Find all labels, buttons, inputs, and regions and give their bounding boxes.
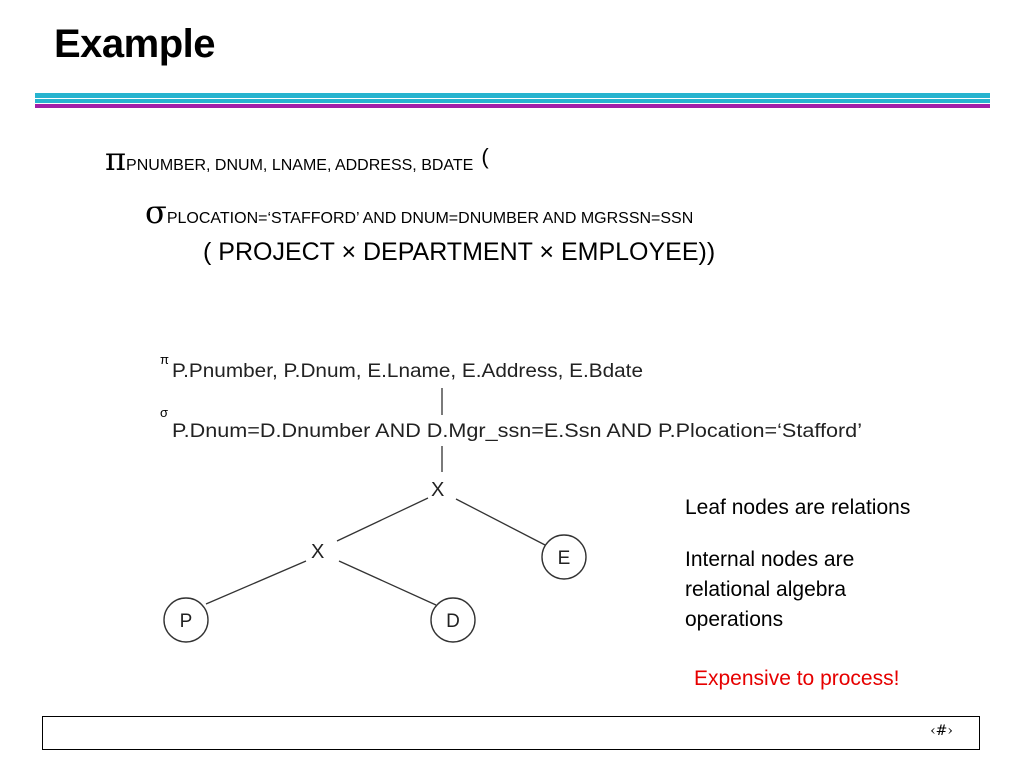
leaf-e-label: E xyxy=(558,548,571,569)
tree-selection-symbol: σ xyxy=(160,405,168,420)
slide-number: ‹#› xyxy=(930,723,953,739)
sigma-symbol: σ xyxy=(145,193,167,231)
note-expensive: Expensive to process! xyxy=(694,667,900,690)
edge-product-inner-d xyxy=(338,560,437,606)
slide-title: Example xyxy=(54,22,216,66)
selection-expression: σPLOCATION=‘STAFFORD’ AND DNUM=DNUMBER A… xyxy=(145,193,693,231)
note-leaf-nodes: Leaf nodes are relations xyxy=(685,496,911,519)
edge-product-top-inner xyxy=(336,497,429,542)
pi-symbol: π xyxy=(105,140,127,178)
edge-product-inner-p xyxy=(205,560,307,605)
note-internal-nodes: Internal nodes are relational algebra op… xyxy=(685,548,855,631)
cartesian-product-expression: ( PROJECT × DEPARTMENT × EMPLOYEE)) xyxy=(203,238,716,266)
projection-attributes: PNUMBER, DNUM, LNAME, ADDRESS, BDATE xyxy=(126,157,474,174)
edge-product-top-e xyxy=(455,498,548,547)
tree-projection-symbol: π xyxy=(160,352,169,367)
leaf-d-label: D xyxy=(446,611,460,632)
title-rule-cyan-bottom xyxy=(35,99,990,103)
selection-condition: PLOCATION=‘STAFFORD’ AND DNUM=DNUMBER AN… xyxy=(166,210,694,227)
tree-selection-text: P.Dnum=D.Dnumber AND D.Mgr_ssn=E.Ssn AND… xyxy=(172,421,862,442)
tree-product-inner: X xyxy=(311,541,324,563)
tree-projection-text: P.Pnumber, P.Dnum, E.Lname, E.Address, E… xyxy=(172,361,643,382)
footer-box: ‹#› xyxy=(42,716,980,750)
leaf-p-circle xyxy=(163,597,209,643)
projection-expression: πPNUMBER, DNUM, LNAME, ADDRESS, BDATE ( xyxy=(105,140,489,178)
title-rule-purple xyxy=(35,104,990,108)
leaf-d-circle xyxy=(430,597,476,643)
leaf-e-circle xyxy=(541,534,587,580)
open-paren: ( xyxy=(481,144,489,169)
leaf-p-label: P xyxy=(180,611,193,632)
tree-product-top: X xyxy=(431,479,444,501)
title-rule-cyan-top xyxy=(35,93,990,98)
